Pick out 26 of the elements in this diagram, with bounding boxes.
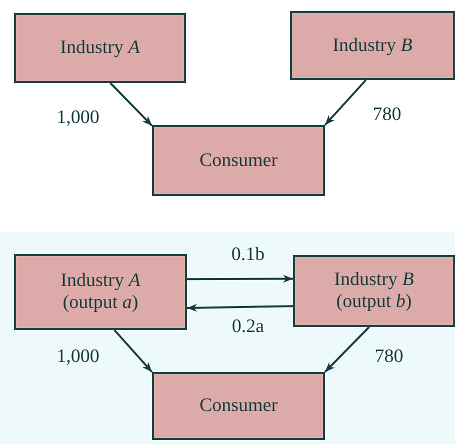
node-label: Consumer bbox=[199, 395, 278, 417]
process-box bbox=[152, 125, 325, 196]
process-box bbox=[14, 13, 186, 83]
process-box bbox=[290, 11, 455, 80]
node-label: Industry A bbox=[60, 270, 140, 292]
arrow bbox=[324, 326, 370, 373]
node-label: (output a) bbox=[62, 292, 138, 314]
edge-label: 780 bbox=[374, 346, 404, 368]
arrow bbox=[110, 82, 153, 126]
process-box bbox=[152, 372, 325, 440]
node-label: Industry A bbox=[60, 37, 140, 59]
arrow bbox=[324, 79, 367, 126]
arrow bbox=[114, 329, 153, 373]
node-label: Industry B bbox=[332, 34, 412, 56]
node-label: (output b) bbox=[336, 291, 412, 313]
node-label: Industry B bbox=[334, 269, 414, 291]
edge-label: 0.2a bbox=[232, 316, 264, 338]
process-box bbox=[14, 254, 187, 330]
arrow bbox=[187, 274, 293, 283]
node-label: Consumer bbox=[199, 150, 278, 172]
process-box bbox=[293, 255, 455, 327]
arrow bbox=[186, 304, 294, 312]
edge-label: 780 bbox=[372, 104, 402, 126]
edge-label: 1,000 bbox=[56, 107, 100, 129]
edge-label: 0.1b bbox=[231, 244, 265, 266]
edge-label: 1,000 bbox=[56, 346, 100, 368]
